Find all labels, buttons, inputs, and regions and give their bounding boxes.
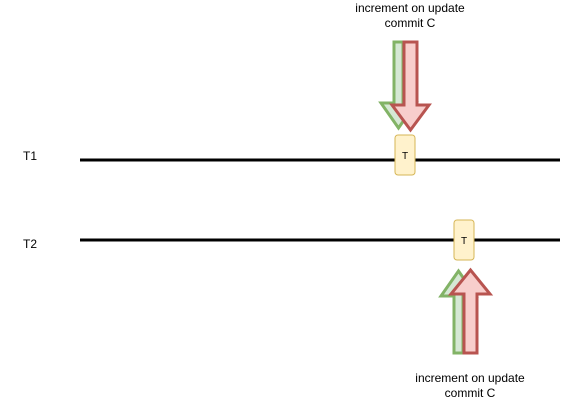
annotation-bottom-line1: increment on update — [415, 371, 525, 385]
annotation-top-line1: increment on update — [355, 1, 465, 15]
down-arrow-red — [389, 40, 432, 133]
timeline-t2-marker — [453, 219, 475, 261]
annotation-bottom-line2: commit C — [445, 386, 496, 400]
timeline-t1-marker — [394, 134, 416, 176]
timeline-t2-label: T2 — [23, 237, 37, 251]
timeline-t2-marker-label: T — [461, 236, 467, 247]
timeline-t1-marker-label: T — [402, 151, 408, 162]
timeline-t1-label: T1 — [23, 149, 37, 163]
up-arrow-red — [447, 267, 494, 355]
annotation-top-line2: commit C — [385, 16, 436, 30]
